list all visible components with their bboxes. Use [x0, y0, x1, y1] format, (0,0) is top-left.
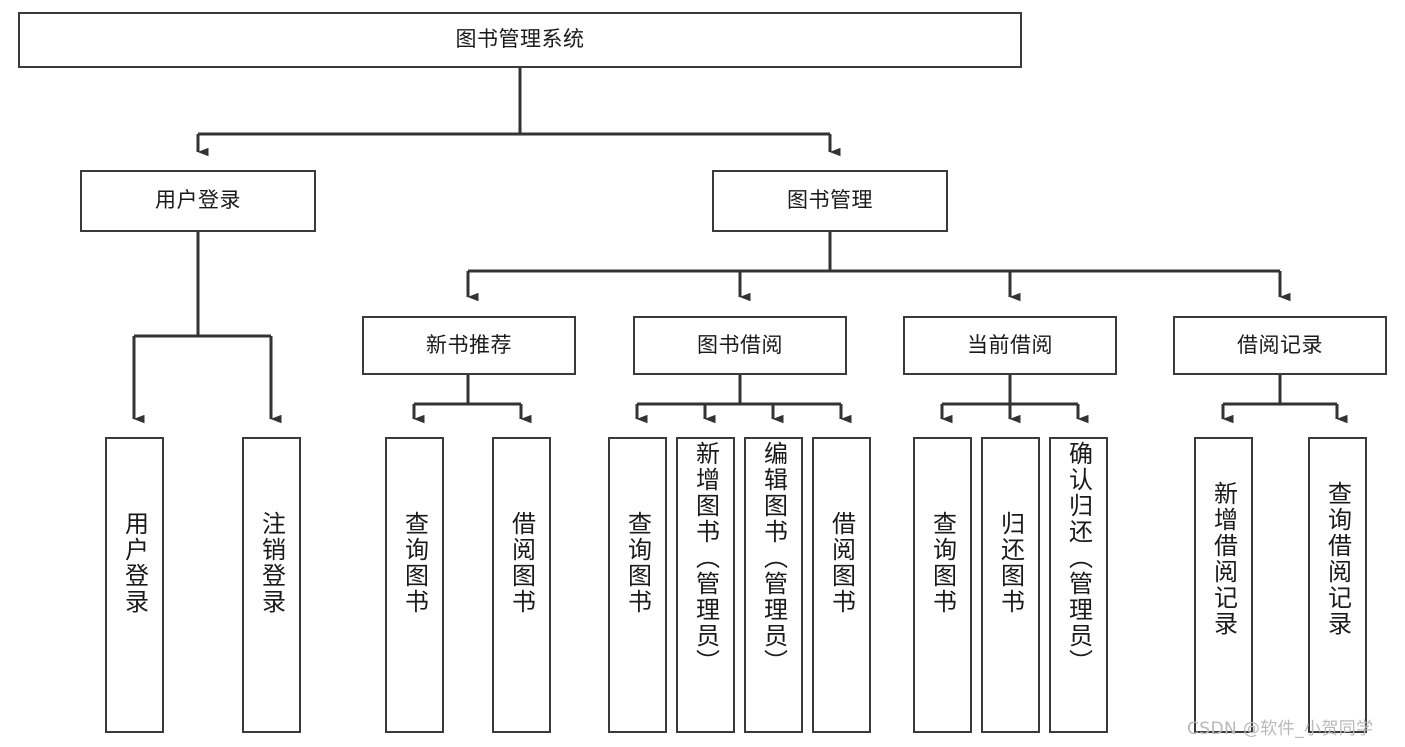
leaf-borrow-query-book[interactable]: 查询图书 — [608, 437, 667, 733]
node-borrow-record[interactable]: 借阅记录 — [1173, 316, 1387, 375]
node-label: 注销登录 — [257, 511, 286, 615]
leaf-borrow-edit-book-admin[interactable]: 编辑图书（管理员） — [744, 437, 803, 733]
node-label: 借阅记录 — [1237, 332, 1323, 357]
leaf-borrow-borrow-book[interactable]: 借阅图书 — [812, 437, 871, 733]
leaf-borrow-add-book-admin[interactable]: 新增图书（管理员） — [676, 437, 735, 733]
leaf-new-book-query[interactable]: 查询图书 — [385, 437, 444, 733]
leaf-current-confirm-return-admin[interactable]: 确认归还（管理员） — [1049, 437, 1108, 733]
leaf-new-book-borrow[interactable]: 借阅图书 — [492, 437, 551, 733]
node-label: 图书管理 — [787, 188, 873, 213]
leaf-user-login-signin[interactable]: 用户登录 — [105, 437, 164, 733]
node-current-borrow[interactable]: 当前借阅 — [903, 316, 1117, 375]
node-new-book-recommend[interactable]: 新书推荐 — [362, 316, 576, 375]
leaf-current-return-book[interactable]: 归还图书 — [981, 437, 1040, 733]
node-label: 新增图书（管理员） — [691, 441, 720, 675]
leaf-record-query[interactable]: 查询借阅记录 — [1308, 437, 1367, 733]
leaf-user-login-signout[interactable]: 注销登录 — [242, 437, 301, 733]
node-label: 查询图书 — [928, 511, 957, 615]
watermark-text: CSDN @软件_小贺同学 — [1187, 719, 1374, 739]
node-label: 当前借阅 — [967, 332, 1053, 357]
node-label: 图书借阅 — [697, 332, 783, 357]
leaf-current-query-book[interactable]: 查询图书 — [913, 437, 972, 733]
node-label: 新书推荐 — [426, 332, 512, 357]
node-label: 编辑图书（管理员） — [759, 441, 788, 675]
node-label: 查询借阅记录 — [1323, 481, 1352, 637]
node-label: 借阅图书 — [507, 511, 536, 615]
node-root-system[interactable]: 图书管理系统 — [18, 12, 1022, 68]
node-label: 查询图书 — [623, 511, 652, 615]
node-label: 图书管理系统 — [455, 27, 585, 52]
node-label: 用户登录 — [120, 511, 149, 615]
node-label: 借阅图书 — [827, 511, 856, 615]
node-label: 查询图书 — [400, 511, 429, 615]
node-label: 用户登录 — [155, 188, 241, 213]
node-label: 归还图书 — [996, 511, 1025, 615]
node-label: 新增借阅记录 — [1209, 481, 1238, 637]
node-user-login[interactable]: 用户登录 — [80, 170, 316, 232]
node-book-management[interactable]: 图书管理 — [712, 170, 948, 232]
node-label: 确认归还（管理员） — [1064, 441, 1093, 675]
leaf-record-add[interactable]: 新增借阅记录 — [1194, 437, 1253, 733]
node-book-borrow[interactable]: 图书借阅 — [633, 316, 847, 375]
